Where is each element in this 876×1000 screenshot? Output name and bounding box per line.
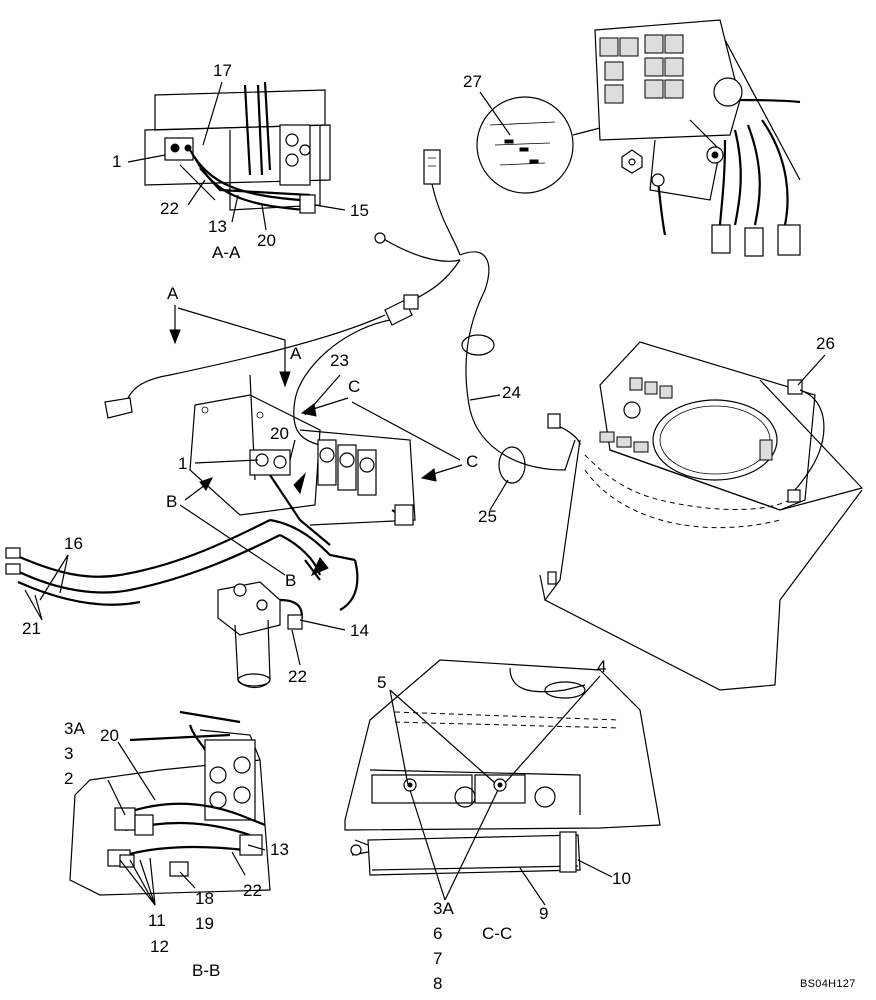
callout-9: 9 — [539, 904, 549, 923]
view-aa-valve-detail — [144, 81, 331, 214]
view-bb-valve-detail — [69, 710, 271, 896]
callout-1-aa: 1 — [112, 152, 122, 171]
callout-15: 15 — [350, 201, 369, 220]
callout-22-aa: 22 — [160, 199, 179, 218]
callout-1-main: 1 — [178, 454, 188, 473]
wiring-harness — [104, 149, 576, 484]
callout-27: 27 — [463, 72, 482, 91]
callout-5: 5 — [377, 673, 387, 692]
callout-22-bb: 22 — [243, 881, 262, 900]
callout-16: 16 — [64, 534, 83, 553]
filter-assembly — [217, 581, 303, 689]
callout-20-main: 20 — [270, 424, 289, 443]
section-letter-a-mid: A — [290, 344, 302, 363]
view-label-bb: B-B — [192, 961, 221, 980]
callout-17: 17 — [213, 61, 232, 80]
drawing-reference-code: BS04H127 — [800, 978, 856, 990]
callout-8: 8 — [433, 974, 443, 993]
callout-24: 24 — [502, 383, 521, 402]
main-valve-assembly — [189, 374, 416, 546]
section-letter-c-top: C — [348, 377, 361, 396]
callout-19: 19 — [195, 914, 214, 933]
callout-13-bb: 13 — [270, 840, 289, 859]
callout-20-bb: 20 — [100, 726, 119, 745]
callout-2-bb: 2 — [64, 769, 74, 788]
callout-11: 11 — [148, 911, 166, 930]
callout-23: 23 — [330, 351, 349, 370]
callout-21: 21 — [22, 619, 41, 638]
leader-lines — [24, 81, 826, 906]
callout-13-aa: 13 — [208, 217, 227, 236]
callout-14: 14 — [350, 621, 369, 640]
section-letter-b-left: B — [166, 492, 178, 511]
section-letter-a-top: A — [167, 284, 179, 303]
instrument-console — [539, 341, 864, 691]
relay-fuse-panel-detail — [476, 19, 801, 257]
view-label-cc: C-C — [482, 924, 513, 943]
section-letter-b-mid: B — [285, 571, 297, 590]
callout-18: 18 — [195, 889, 214, 908]
callout-7: 7 — [433, 949, 443, 968]
callout-26: 26 — [816, 334, 835, 353]
view-label-aa: A-A — [212, 243, 241, 262]
section-letter-c-right: C — [466, 452, 479, 471]
hydraulic-hoses — [5, 472, 359, 611]
callout-3a-bb: 3A — [64, 719, 85, 738]
callout-22-main: 22 — [288, 667, 307, 686]
callout-3-bb: 3 — [64, 744, 74, 763]
callout-25: 25 — [478, 507, 497, 526]
callout-20-aa: 20 — [257, 231, 276, 250]
callout-4: 4 — [597, 657, 607, 676]
view-cc-panel-detail — [344, 659, 661, 876]
callout-10: 10 — [612, 869, 631, 888]
callout-6: 6 — [433, 924, 443, 943]
callout-12: 12 — [150, 937, 169, 956]
callout-3a-cc: 3A — [433, 899, 454, 918]
